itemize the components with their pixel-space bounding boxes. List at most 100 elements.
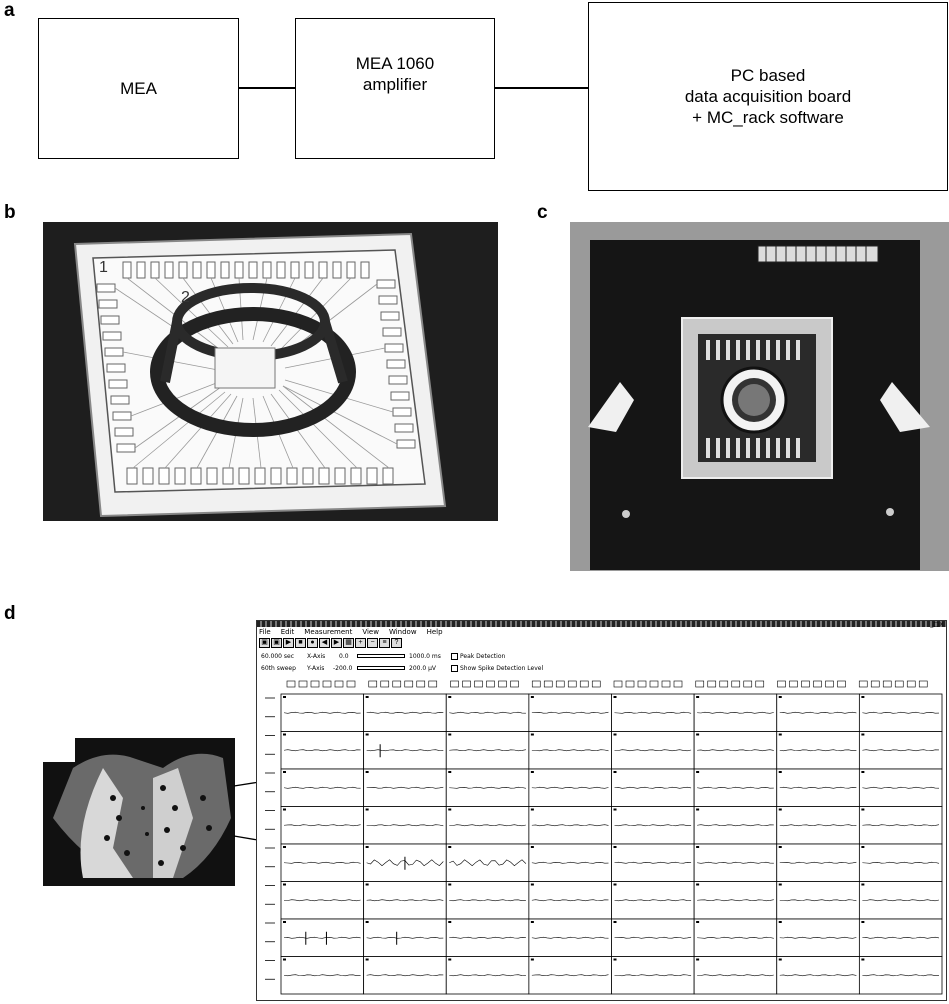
electrode-cell — [858, 693, 943, 732]
electrode-trace — [779, 749, 857, 752]
electrode-label — [365, 733, 369, 736]
electrode-label — [448, 696, 452, 698]
electrode-label — [613, 808, 617, 811]
electrode-trace — [449, 899, 526, 902]
menu-edit[interactable]: Edit — [280, 628, 295, 636]
electrode-cell — [363, 918, 447, 957]
amplifier-illustration — [570, 222, 949, 571]
electrode-trace — [614, 786, 692, 789]
electrode-trace — [697, 749, 774, 752]
forward-icon[interactable]: ▶ — [331, 638, 342, 648]
channel-header — [281, 678, 935, 690]
x-axis-slider[interactable] — [357, 654, 405, 658]
electrode-trace — [449, 824, 526, 827]
menu-measurement[interactable]: Measurement — [304, 628, 353, 636]
electrode-label — [448, 846, 452, 848]
electrode-cell — [445, 881, 530, 920]
help-icon[interactable]: ? — [391, 638, 402, 648]
open-icon[interactable]: ▣ — [259, 638, 270, 648]
electrode-cell — [528, 843, 612, 882]
zoom-out-icon[interactable]: − — [367, 638, 378, 648]
electrode-trace — [531, 899, 609, 902]
show-detection-option[interactable]: Show Spike Detection Level — [451, 665, 543, 672]
electrode-trace — [862, 974, 940, 977]
electrode-trace — [779, 974, 857, 977]
menu-view[interactable]: View — [362, 628, 379, 636]
electrode-trace — [449, 936, 526, 939]
electrode-label — [613, 958, 617, 961]
channel-header-tick — [918, 680, 928, 688]
channel-header-tick — [825, 680, 834, 688]
mea-box-label: MEA — [120, 78, 157, 98]
window-controls[interactable]: _□× — [930, 621, 944, 628]
settings-icon[interactable]: ≡ — [379, 638, 390, 648]
electrode-label — [365, 958, 369, 961]
channel-header-tick — [894, 680, 904, 688]
channel-header-tick — [649, 680, 659, 688]
channel-header-tick — [707, 680, 717, 688]
electrode-label — [613, 883, 617, 886]
record-icon[interactable]: ● — [307, 638, 318, 648]
electrode-cell — [776, 806, 860, 845]
electrode-label — [530, 771, 534, 773]
electrode-trace — [862, 861, 940, 864]
electrode-trace — [449, 711, 526, 714]
channel-header-tick — [543, 680, 553, 688]
electrode-label — [696, 846, 700, 848]
layout-icon[interactable]: ▦ — [343, 638, 354, 648]
electrode-label — [283, 808, 286, 811]
y-max-value: 200.0 µV — [409, 665, 437, 672]
electrode-trace — [449, 974, 526, 977]
electrode-label — [778, 733, 782, 736]
menu-window[interactable]: Window — [388, 628, 417, 636]
electrode-label — [365, 846, 369, 848]
play-icon[interactable]: ▶ — [283, 638, 294, 648]
electrode-cell — [280, 768, 365, 807]
channel-header-tick — [801, 680, 810, 688]
electrode-trace — [366, 974, 444, 977]
electrode-trace — [531, 786, 609, 789]
menu-help[interactable]: Help — [426, 628, 443, 636]
electrode-trace — [697, 824, 774, 827]
electrode-label — [530, 733, 534, 736]
menu-file[interactable]: File — [259, 628, 271, 636]
electrode-trace — [862, 936, 940, 939]
y-axis-slider[interactable] — [357, 666, 405, 670]
mea-label-1: 1 — [99, 259, 108, 276]
electrode-label — [448, 958, 452, 961]
electrode-label — [861, 846, 865, 848]
electrode-trace — [779, 861, 857, 864]
electrode-cell — [528, 918, 612, 957]
electrode-label — [861, 921, 865, 923]
electrode-label — [696, 883, 700, 886]
save-icon[interactable]: ▣ — [271, 638, 282, 648]
electrode-label — [448, 808, 452, 811]
channel-header-tick — [755, 680, 765, 688]
show-detection-checkbox[interactable] — [451, 665, 458, 672]
electrode-trace — [283, 786, 361, 789]
zoom-in-icon[interactable]: + — [355, 638, 366, 648]
channel-header-tick — [625, 680, 635, 688]
channel-header-tick — [392, 680, 402, 688]
window-titlebar — [257, 621, 946, 627]
peak-detection-option[interactable]: Peak Detection — [451, 653, 505, 660]
electrode-trace — [366, 749, 444, 752]
channel-header-tick — [882, 680, 892, 688]
electrode-label — [448, 883, 452, 886]
channel-header-tick — [906, 680, 916, 688]
electrode-trace — [531, 711, 609, 714]
electrode-trace — [283, 861, 361, 864]
electrode-trace — [697, 861, 774, 864]
electrode-trace — [531, 749, 609, 752]
electrode-trace — [862, 824, 940, 827]
electrode-label — [530, 846, 534, 848]
stop-icon[interactable]: ■ — [295, 638, 306, 648]
rewind-icon[interactable]: ◀ — [319, 638, 330, 648]
y-axis-label: Y-Axis — [307, 665, 325, 672]
electrode-trace — [697, 899, 774, 902]
peak-detection-checkbox[interactable] — [451, 653, 458, 660]
electrode-trace — [283, 974, 361, 977]
channel-header-tick — [789, 680, 798, 688]
electrode-trace — [366, 824, 444, 827]
electrode-label — [861, 958, 865, 961]
